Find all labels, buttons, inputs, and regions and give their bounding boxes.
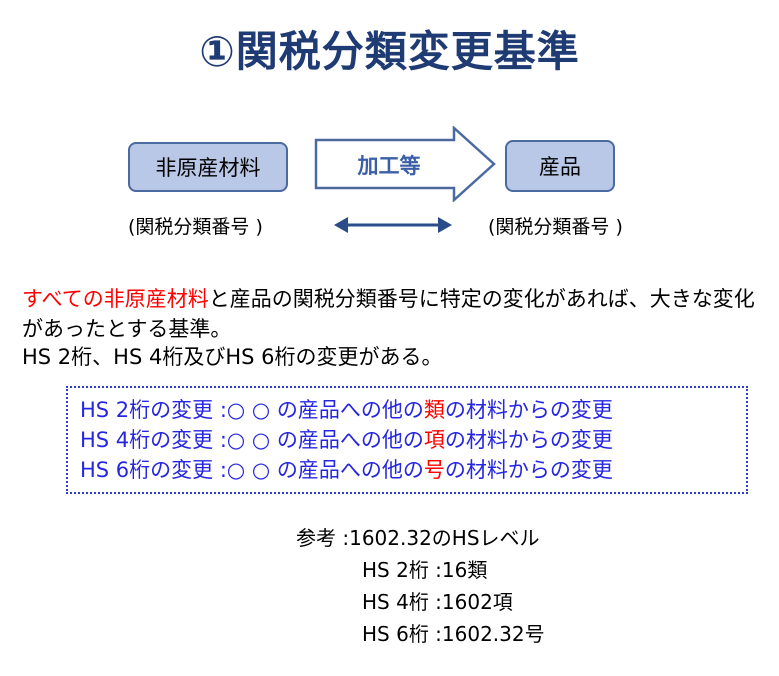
left-tariff-code-label: (関税分類番号 ) [128,216,263,238]
rule-keyword: 類 [423,398,445,422]
rules-box [66,386,748,494]
rule-keyword: 項 [423,428,445,452]
rule-line-hs2: HS 2桁の変更 :○ ○ の産品への他の類の材料からの変更 [80,398,613,422]
reference-row: HS 2桁 :16類 [362,558,488,582]
reference-row: HS 4桁 :1602項 [362,590,513,614]
non-originating-material-box: 非原産材料 [128,142,288,192]
description-text: と産品の関税分類番号に特定の変化があれば、大きな変化があったとする基準。 [22,287,755,341]
processing-label: 加工等 [357,154,421,178]
reference-row: HS 6桁 :1602.32号 [362,622,545,646]
criterion-description: すべての非原産材料と産品の関税分類番号に特定の変化があれば、大きな変化があったと… [22,284,762,344]
reference-heading: 参考 :1602.32のHSレベル [296,526,540,550]
page-title: ①関税分類変更基準 [199,27,580,76]
rule-line-hs4: HS 4桁の変更 :○ ○ の産品への他の項の材料からの変更 [80,428,613,452]
product-box: 産品 [505,140,615,192]
double-arrow-icon [334,217,452,233]
processing-arrow-icon [314,126,496,202]
rule-line-hs6: HS 6桁の変更 :○ ○ の産品への他の号の材料からの変更 [80,458,613,482]
rule-keyword: 号 [423,458,445,482]
right-tariff-code-label: (関税分類番号 ) [488,216,623,238]
highlight-text: すべての非原産材料 [22,287,209,311]
hs-levels-text: HS 2桁、HS 4桁及びHS 6桁の変更がある。 [22,345,443,369]
